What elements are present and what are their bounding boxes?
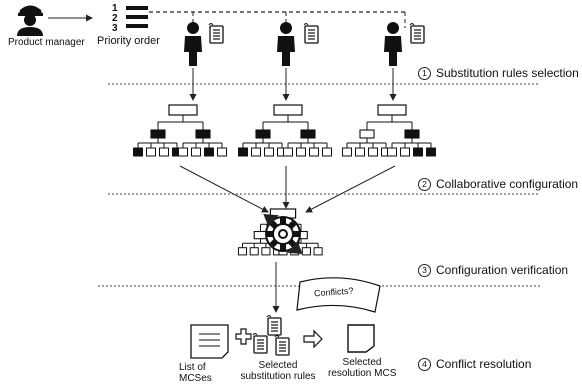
tree-node bbox=[413, 147, 423, 157]
rules-document-icon bbox=[409, 22, 425, 44]
tree-node bbox=[133, 147, 143, 157]
priority-number-1: 1 bbox=[112, 3, 118, 14]
step-text: Configuration verification bbox=[436, 263, 569, 277]
tree-node bbox=[400, 147, 410, 157]
stakeholder-icon bbox=[384, 22, 402, 66]
feature-model-tree bbox=[342, 104, 436, 157]
step-number: 1 bbox=[418, 66, 431, 80]
tree-node bbox=[204, 147, 214, 157]
tree-node bbox=[296, 147, 306, 157]
resolution-document-icon bbox=[347, 324, 375, 353]
tree-node bbox=[249, 247, 259, 256]
tree-node bbox=[255, 129, 271, 139]
configuration-arrow bbox=[305, 165, 396, 213]
tree-node bbox=[178, 147, 188, 157]
step-1-label: 1 Substitution rules selection bbox=[418, 66, 579, 80]
step-number: 3 bbox=[418, 263, 431, 277]
plus-icon bbox=[235, 328, 252, 345]
gear-icon bbox=[263, 213, 303, 255]
step-number: 4 bbox=[418, 357, 431, 371]
rules-document-icon bbox=[208, 22, 224, 44]
tree-node bbox=[159, 147, 169, 157]
implies-arrow-icon bbox=[303, 329, 323, 349]
mcs-list-document-icon bbox=[190, 324, 229, 359]
tree-node bbox=[322, 147, 332, 157]
tree-node bbox=[237, 247, 248, 256]
tree-node bbox=[368, 147, 378, 157]
step-3-label: 3 Configuration verification bbox=[418, 263, 568, 277]
tree-node bbox=[313, 247, 323, 256]
product-manager-label: Product manager bbox=[8, 37, 85, 48]
rules-documents-icon bbox=[252, 314, 290, 356]
tree-node bbox=[261, 247, 271, 256]
tree-node bbox=[283, 147, 293, 157]
tree-node bbox=[273, 104, 303, 116]
configuration-arrow bbox=[179, 165, 269, 213]
tree-node bbox=[355, 147, 365, 157]
tree-node bbox=[191, 147, 201, 157]
tree-node bbox=[387, 147, 397, 157]
step-text: Substitution rules selection bbox=[436, 66, 579, 80]
tree-node bbox=[217, 147, 227, 157]
product-manager-icon bbox=[17, 5, 43, 36]
tree-node bbox=[309, 147, 319, 157]
step-text: Collaborative configuration bbox=[436, 177, 579, 191]
tree-node bbox=[168, 104, 198, 116]
tree-node bbox=[300, 129, 316, 139]
rules-document-icon bbox=[303, 22, 319, 44]
tree-node bbox=[253, 230, 268, 240]
tree-node bbox=[238, 147, 248, 157]
tree-node bbox=[146, 147, 156, 157]
tree-node bbox=[404, 129, 420, 139]
tree-node bbox=[150, 129, 166, 139]
tree-node bbox=[359, 129, 375, 139]
tree-node bbox=[264, 147, 274, 157]
selected-rules-label: Selected substitution rules bbox=[240, 360, 316, 382]
feature-model-tree bbox=[133, 104, 227, 157]
resolution-mcs-label: Selected resolution MCS bbox=[328, 357, 397, 379]
mcs-list-label: List of MCSes bbox=[179, 362, 212, 384]
tree-node bbox=[342, 147, 352, 157]
priority-list-icon bbox=[126, 6, 148, 28]
step-4-label: 4 Conflict resolution bbox=[418, 357, 531, 371]
step-number: 2 bbox=[418, 177, 431, 191]
priority-number-2: 2 bbox=[112, 13, 118, 24]
tree-node bbox=[377, 104, 407, 116]
tree-node bbox=[426, 147, 436, 157]
conflicts-flag-shape bbox=[296, 277, 381, 313]
step-2-label: 2 Collaborative configuration bbox=[418, 177, 578, 191]
tree-node bbox=[195, 129, 211, 139]
stakeholder-icon bbox=[184, 22, 202, 66]
step-text: Conflict resolution bbox=[436, 357, 532, 371]
priority-number-3: 3 bbox=[112, 23, 118, 34]
tree-node bbox=[251, 147, 261, 157]
tree-node bbox=[301, 247, 311, 256]
stakeholder-icon bbox=[277, 22, 295, 66]
priority-order-label: Priority order bbox=[97, 35, 160, 47]
feature-model-tree bbox=[238, 104, 332, 157]
